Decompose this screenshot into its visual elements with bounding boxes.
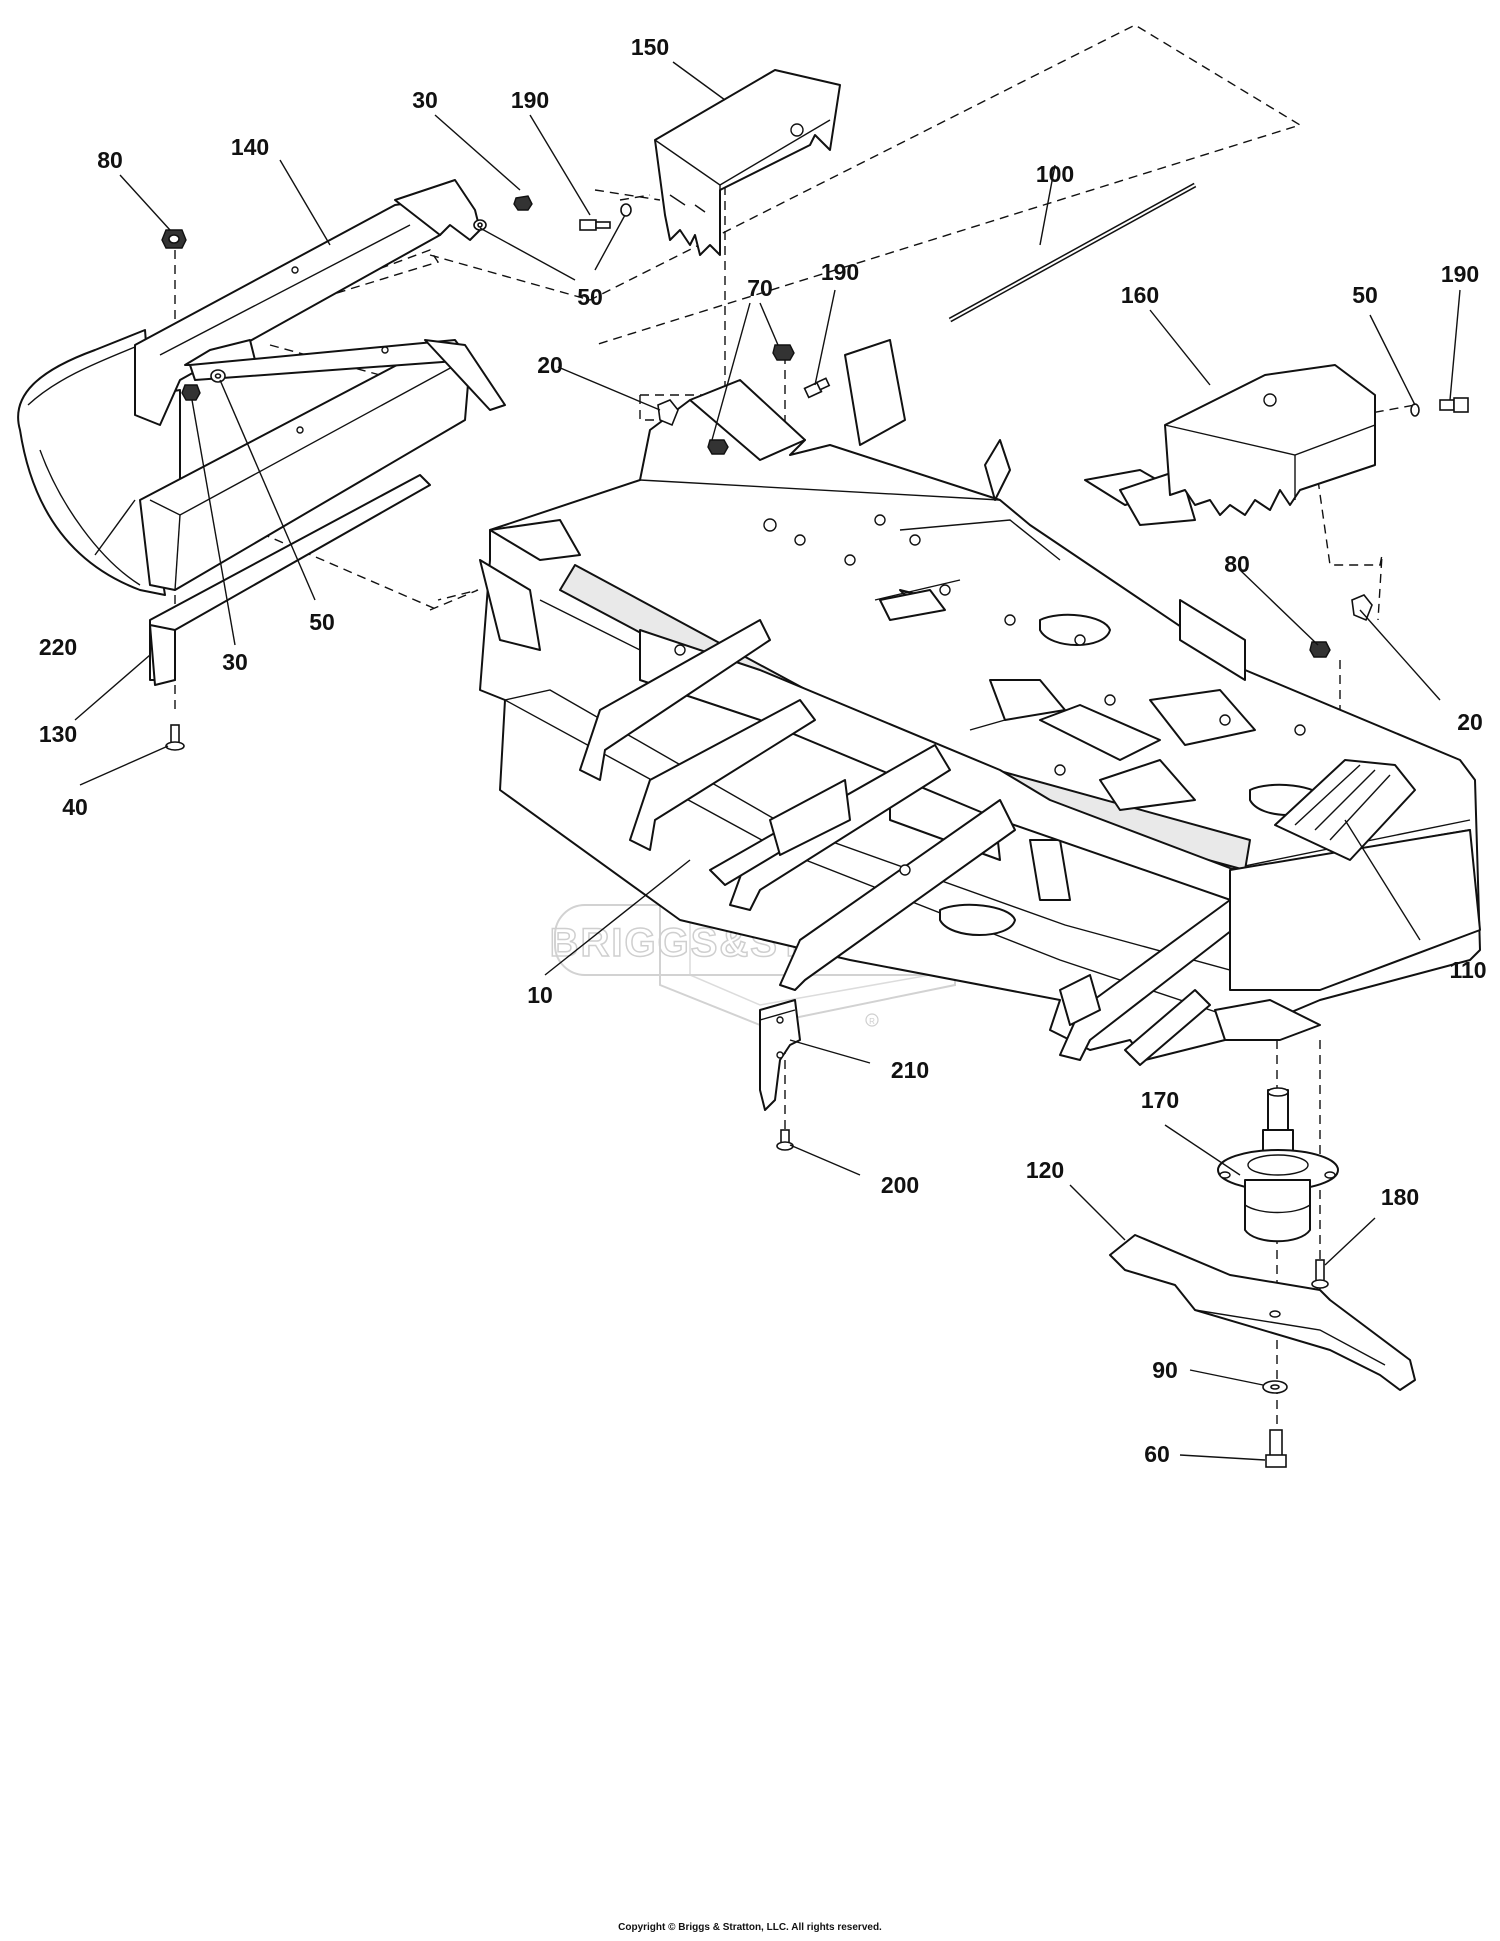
bolt-60 [1265,1429,1287,1468]
svg-text:R: R [869,1017,875,1026]
callout-180: 180 [1381,1184,1419,1210]
lower-bracket-130 [149,474,431,686]
nut-30-lower [181,384,201,401]
callout-220: 220 [39,634,77,660]
screw-200 [776,1129,794,1151]
callout-190-middle: 190 [821,259,859,285]
callout-150: 150 [631,34,669,60]
leader-lines [74,61,1461,1461]
bolt-190-top [579,219,611,231]
callout-170: 170 [1141,1087,1179,1113]
callout-50-lower: 50 [309,609,335,635]
callout-120: 120 [1026,1157,1064,1183]
nut-30-top [513,195,533,211]
washer-50-near-150 [620,203,632,217]
callout-190-right: 190 [1441,261,1479,287]
nut-80-left [161,229,187,249]
callout-40: 40 [62,794,88,820]
callout-100: 100 [1036,161,1074,187]
callout-110: 110 [1449,957,1486,983]
callout-20-right: 20 [1457,709,1483,735]
clip-20-right [1351,594,1373,622]
callout-30-lower: 30 [222,649,248,675]
callout-80-right: 80 [1224,551,1250,577]
spindle-170 [1217,1087,1339,1243]
callout-labels: 80 140 30 190 150 50 100 20 70 190 160 1… [39,34,1487,1467]
belt-cover-110 [1274,759,1416,861]
callout-210: 210 [891,1057,929,1083]
callout-20-left: 20 [537,352,563,378]
blade-120 [1109,1234,1416,1391]
right-shield-160 [1164,364,1376,516]
callout-160: 160 [1121,282,1159,308]
washer-50-top [473,219,487,231]
callout-50-right: 50 [1352,282,1378,308]
nut-70-lower [707,439,729,455]
bolt-40 [165,724,185,751]
callout-80-left: 80 [97,147,123,173]
callout-200: 200 [881,1172,919,1198]
screw-180 [1311,1259,1329,1289]
callout-190-top: 190 [511,87,549,113]
copyright-notice: Copyright © Briggs & Stratton, LLC. All … [618,1922,882,1933]
washer-50-right [1410,403,1420,417]
baffle-bracket-210 [759,999,801,1111]
registered-mark-icon: R [865,1013,879,1027]
bolt-190-middle [803,377,831,399]
bolt-190-right [1439,397,1469,413]
upper-shield-150 [654,69,841,256]
chute-hinge-bar-140 [134,179,506,434]
washer-90 [1262,1380,1288,1394]
callout-30-top: 30 [412,87,438,113]
callout-50-top: 50 [577,284,603,310]
hardware-items [161,195,1469,1468]
nut-80-right [1309,641,1331,658]
nut-70-top [772,344,795,361]
mower-deck-10 [479,339,1481,1066]
clip-20-left [657,399,679,427]
callout-140: 140 [231,134,269,160]
callout-70: 70 [747,275,773,301]
callout-130: 130 [39,721,77,747]
callout-10: 10 [527,982,553,1008]
rod-100 [948,182,1197,323]
callout-60: 60 [1144,1441,1170,1467]
washer-50-lower [210,369,226,383]
callout-90: 90 [1152,1357,1178,1383]
